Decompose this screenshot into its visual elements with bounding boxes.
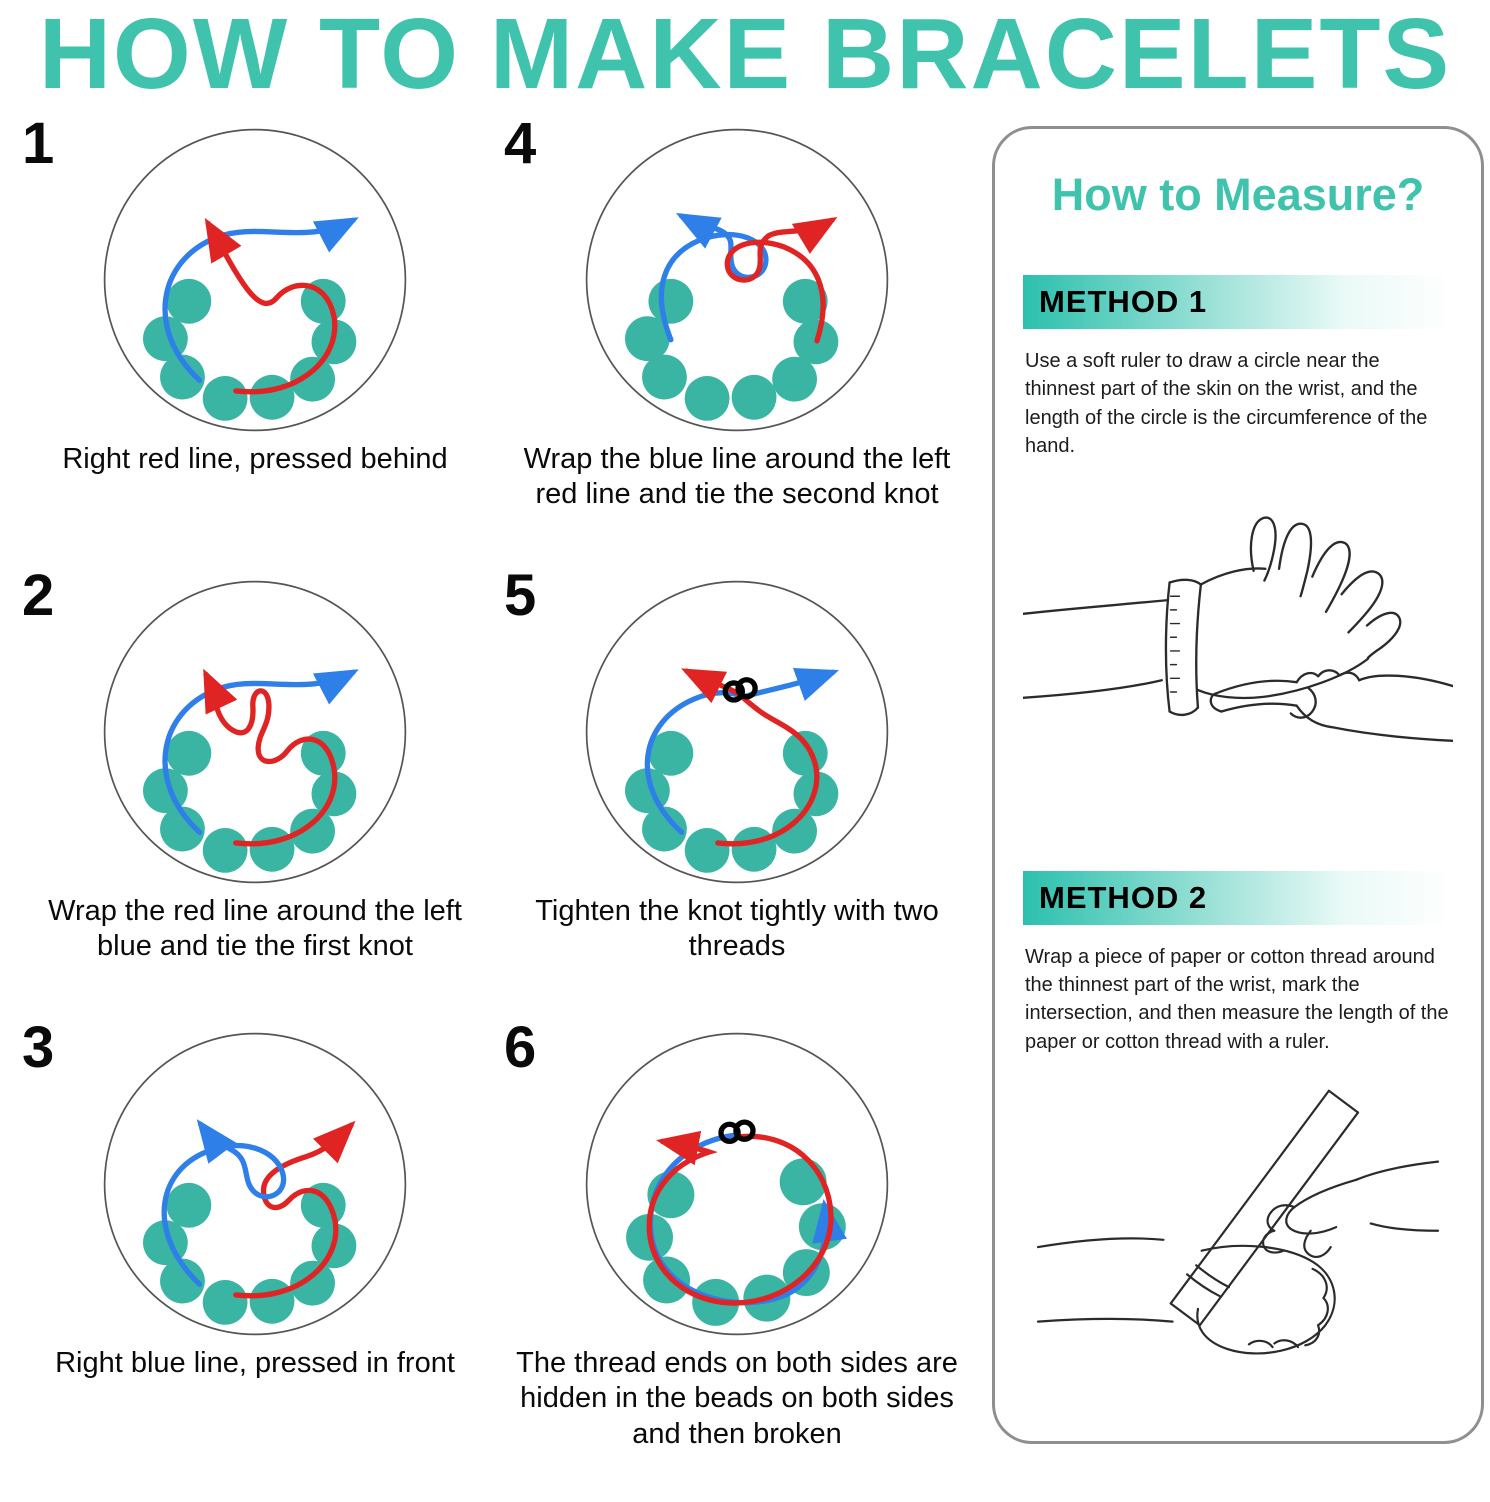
step-circle bbox=[585, 1032, 889, 1336]
step-1-number: 1 bbox=[22, 111, 55, 176]
step-3-caption: Right blue line, pressed in front bbox=[55, 1347, 455, 1379]
main-layout: 1 Right red line, pressed behind 4 bbox=[0, 106, 1490, 1476]
step-3-number: 3 bbox=[22, 1015, 55, 1080]
knot-icon bbox=[722, 677, 758, 703]
ruler-ticks bbox=[1169, 595, 1181, 693]
hand-measure-illustration bbox=[1023, 516, 1453, 742]
step-4-number: 4 bbox=[504, 111, 537, 176]
page-title: HOW TO MAKE BRACELETS bbox=[38, 0, 1452, 110]
hand-marking-illustration bbox=[1036, 1089, 1440, 1355]
beads bbox=[143, 278, 357, 421]
step-6-caption: The thread ends on both sides are hidden… bbox=[516, 1347, 958, 1450]
step-5-diagram bbox=[585, 580, 889, 884]
step-4-caption: Wrap the blue line around the left red l… bbox=[523, 443, 951, 511]
wrist-marking-art bbox=[1036, 1089, 1440, 1355]
step-2-caption: Wrap the red line around the left blue a… bbox=[48, 895, 462, 963]
step-6-number: 6 bbox=[504, 1015, 537, 1080]
red-thread bbox=[724, 216, 838, 344]
method-2-text: Wrap a piece of paper or cotton thread a… bbox=[1025, 945, 1449, 1053]
beads bbox=[143, 730, 357, 873]
step-4: 4 Wrap the blue line around the left red… bbox=[496, 111, 978, 572]
method-1-text: Use a soft ruler to draw a circle near t… bbox=[1025, 350, 1428, 458]
step-6: 6 The thread ends on both sides are hidd… bbox=[496, 1015, 978, 1476]
step-3: 3 Right blue line, pressed in front bbox=[14, 1015, 496, 1476]
red-thread bbox=[233, 1120, 356, 1299]
step-3-diagram bbox=[103, 1032, 407, 1336]
step-4-diagram bbox=[585, 128, 889, 432]
red-thread bbox=[681, 668, 820, 847]
step-1: 1 Right red line, pressed behind bbox=[14, 111, 496, 572]
measure-panel-title: How to Measure? bbox=[1051, 169, 1425, 220]
knot-icon bbox=[718, 1119, 756, 1144]
red-thread bbox=[204, 217, 338, 395]
method-2-header: METHOD 2 bbox=[1023, 870, 1453, 925]
step-2: 2 Wrap the red line around the left blue… bbox=[14, 563, 496, 1024]
wrist-with-ruler-art bbox=[1023, 516, 1453, 742]
step-2-number: 2 bbox=[22, 563, 55, 628]
red-thread bbox=[203, 668, 338, 847]
blue-thread bbox=[161, 1119, 287, 1287]
step-5-caption: Tighten the knot tightly with two thread… bbox=[535, 895, 939, 963]
step-6-diagram bbox=[585, 1032, 889, 1336]
red-thread bbox=[646, 1130, 834, 1306]
method-1-header: METHOD 1 bbox=[1023, 275, 1453, 329]
step-5: 5 Tighten the knot tightly with two thre… bbox=[496, 563, 978, 1024]
step-1-caption: Right red line, pressed behind bbox=[62, 443, 448, 475]
blue-thread bbox=[658, 212, 769, 343]
steps-grid: 1 Right red line, pressed behind 4 bbox=[14, 111, 978, 1476]
step-5-number: 5 bbox=[504, 563, 537, 628]
step-2-diagram bbox=[103, 580, 407, 884]
measure-panel: How to Measure? METHOD 1 Use a soft rule… bbox=[992, 126, 1484, 1444]
step-1-diagram bbox=[103, 128, 407, 432]
